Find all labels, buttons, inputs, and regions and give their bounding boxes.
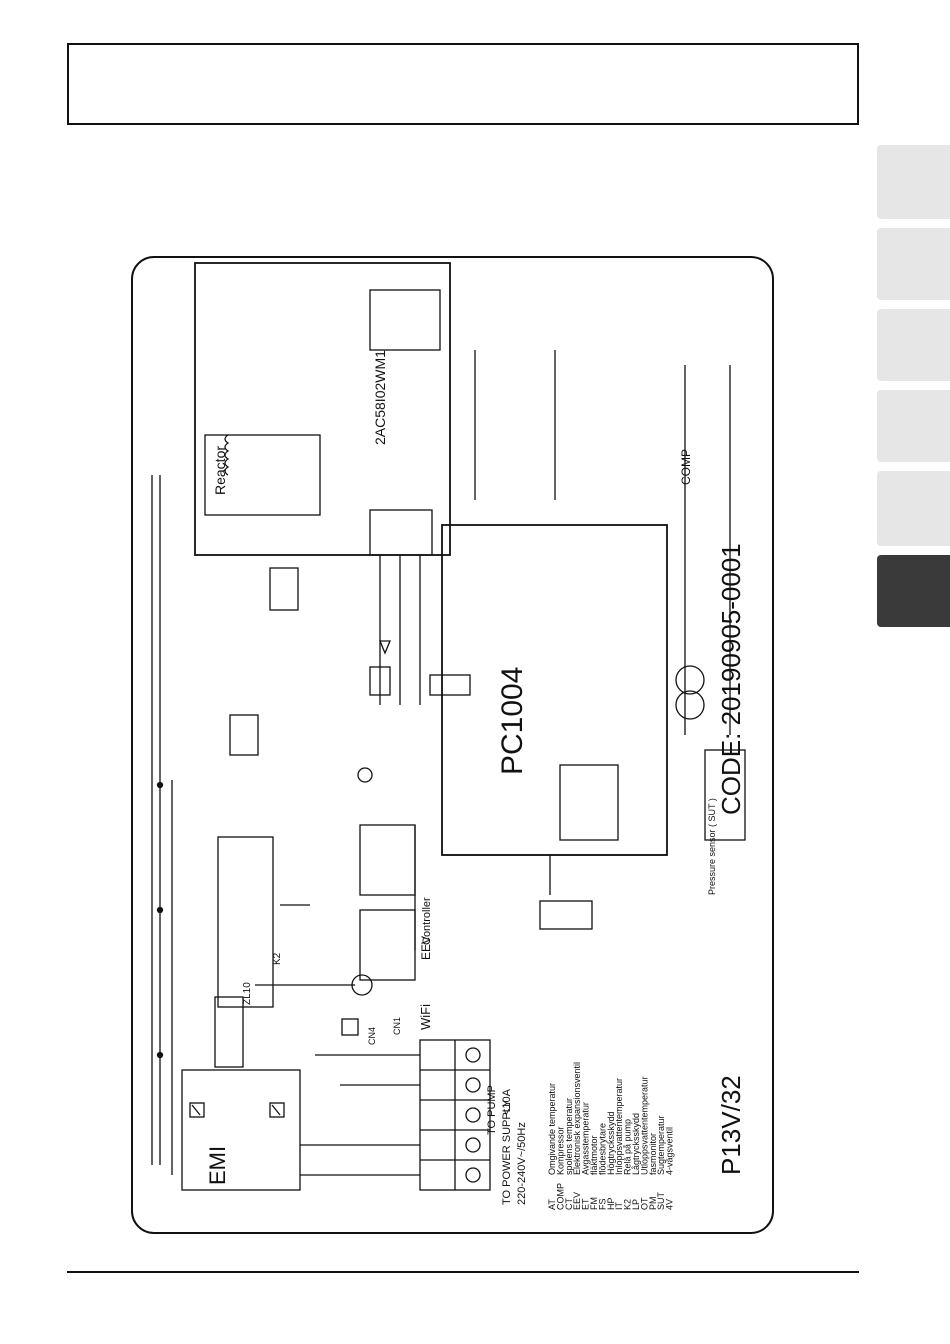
legend-desc: flödesbrytare (597, 1123, 607, 1175)
legend-desc: fasmonitor (648, 1133, 658, 1175)
header-box (67, 43, 859, 125)
legend-abbr: OT (639, 1197, 649, 1210)
side-tab-5[interactable] (877, 471, 950, 546)
wiring-diagram-svg: CODE: 20190905-0001 P13V/32 PC1004 2AC58… (131, 256, 774, 1234)
cn11-block (559, 764, 619, 841)
comp-label: COMP (679, 449, 693, 485)
fuse-1 (229, 714, 259, 756)
legend-abbr: CT (564, 1198, 574, 1210)
fan-board (217, 836, 274, 1008)
legend-desc: Avgasstemperatur (581, 1102, 591, 1175)
legend-abbr: FS (597, 1198, 607, 1210)
side-tab-4[interactable] (877, 390, 950, 462)
legend-desc: Elektronisk expansionsventil (572, 1062, 582, 1175)
eev-box (539, 900, 593, 930)
model-label: P13V/32 (716, 1075, 746, 1175)
cn604-block (369, 509, 433, 556)
legend-desc: spolens temperatur (564, 1098, 574, 1175)
side-tab-3[interactable] (877, 309, 950, 381)
emi-label: EMI (205, 1146, 230, 1185)
legend-desc: Sugtemperatur (656, 1115, 666, 1175)
legend-desc: Inloppsvattentemperatur (614, 1078, 624, 1175)
emi-coil-2-mark (271, 1104, 281, 1116)
footer-rule (67, 1271, 859, 1273)
comp-circle-1 (675, 690, 705, 720)
legend-abbr: FM (589, 1197, 599, 1210)
emi-coil-1 (189, 1102, 205, 1118)
k2-label: K2 (272, 952, 283, 965)
cn1-label: CN1 (392, 1017, 402, 1035)
legend-desc: 4-vägsventil (665, 1127, 675, 1175)
legend-desc: Relä på pump (623, 1119, 633, 1175)
pump-spec: <10A (501, 1088, 513, 1115)
emi-coil-1-mark (191, 1104, 201, 1116)
zl10-label: ZL10 (242, 982, 253, 1005)
k2-coil (341, 1018, 359, 1036)
legend-abbr: PM (648, 1197, 658, 1211)
cn708-block (369, 289, 441, 351)
side-tab-6-active[interactable] (877, 555, 950, 627)
pressure-sensor (704, 749, 746, 841)
legend-desc: fläktmotor (589, 1135, 599, 1175)
junction-3 (156, 1051, 164, 1059)
legend-desc: Kompressor (555, 1126, 565, 1175)
terminal-screw-n (465, 1137, 481, 1153)
reactor-label: Reactor (212, 446, 228, 495)
wiring-diagram: CODE: 20190905-0001 P13V/32 PC1004 2AC58… (130, 255, 780, 1240)
legend-abbr: 4V (665, 1199, 675, 1210)
terminal-screw-l (465, 1167, 481, 1183)
junction-2 (156, 906, 164, 914)
legend-desc: Lågtrycksskydd (631, 1113, 641, 1175)
cn607-block (204, 434, 321, 516)
legend-desc: Högtrycksskydd (606, 1111, 616, 1175)
legend-abbr: ET (581, 1198, 591, 1210)
terminal-screw-pe (465, 1107, 481, 1123)
junction-1 (156, 781, 164, 789)
rly1-block (429, 674, 471, 696)
legend-abbr: IT (614, 1201, 624, 1210)
power-spec: 220-240V~/50Hz (516, 1122, 528, 1205)
wifi-box (359, 909, 416, 981)
legend-abbr: COMP (555, 1183, 565, 1210)
pump-label: TO PUMP (486, 1085, 498, 1135)
inverter-board (194, 262, 451, 556)
legend-abbr: SUT (656, 1191, 666, 1210)
terminal-screw-2 (465, 1047, 481, 1063)
board-name: PC1004 (496, 667, 529, 775)
reactor-coil (224, 434, 230, 476)
wifi-label: WiFi (418, 1004, 433, 1030)
side-tab-1[interactable] (877, 145, 950, 219)
controller-ref-1 (357, 767, 373, 783)
diagram-frame (131, 256, 774, 1234)
pc1004-board (441, 524, 668, 856)
pressure-label: Pressure sensor ( SUT ) (707, 798, 717, 895)
side-tab-2[interactable] (877, 228, 950, 300)
controller-label: Controller (421, 897, 433, 945)
emi-filter (181, 1069, 301, 1191)
fan-motor (351, 974, 373, 996)
terminal-screw-1 (465, 1077, 481, 1093)
fuse-2 (269, 567, 299, 611)
diagram-labels: CODE: 20190905-0001 P13V/32 PC1004 2AC58… (205, 350, 746, 1205)
inverter-model: 2AC58I02WM1 (372, 350, 388, 445)
legend-abbr: HP (606, 1197, 616, 1210)
legend-abbr: LP (631, 1199, 641, 1210)
comp-circle-2 (675, 665, 705, 695)
controller-box (359, 824, 416, 896)
legend-desc: Omgivande temperatur (547, 1083, 557, 1175)
zl10-block (214, 996, 244, 1068)
legend-abbr: K2 (623, 1199, 633, 1210)
eev-label: EEV (419, 936, 433, 960)
code-label: CODE: 20190905-0001 (716, 543, 746, 815)
legend-desc: Utloppsvattentemperatur (639, 1076, 649, 1175)
power-label: TO POWER SUPPLY (501, 1099, 513, 1205)
legend-abbr: EEV (572, 1192, 582, 1210)
cn4-label: CN4 (367, 1027, 377, 1045)
emi-coil-2 (269, 1102, 285, 1118)
4v-valve-symbol (379, 640, 391, 655)
legend-abbr: AT (547, 1199, 557, 1210)
